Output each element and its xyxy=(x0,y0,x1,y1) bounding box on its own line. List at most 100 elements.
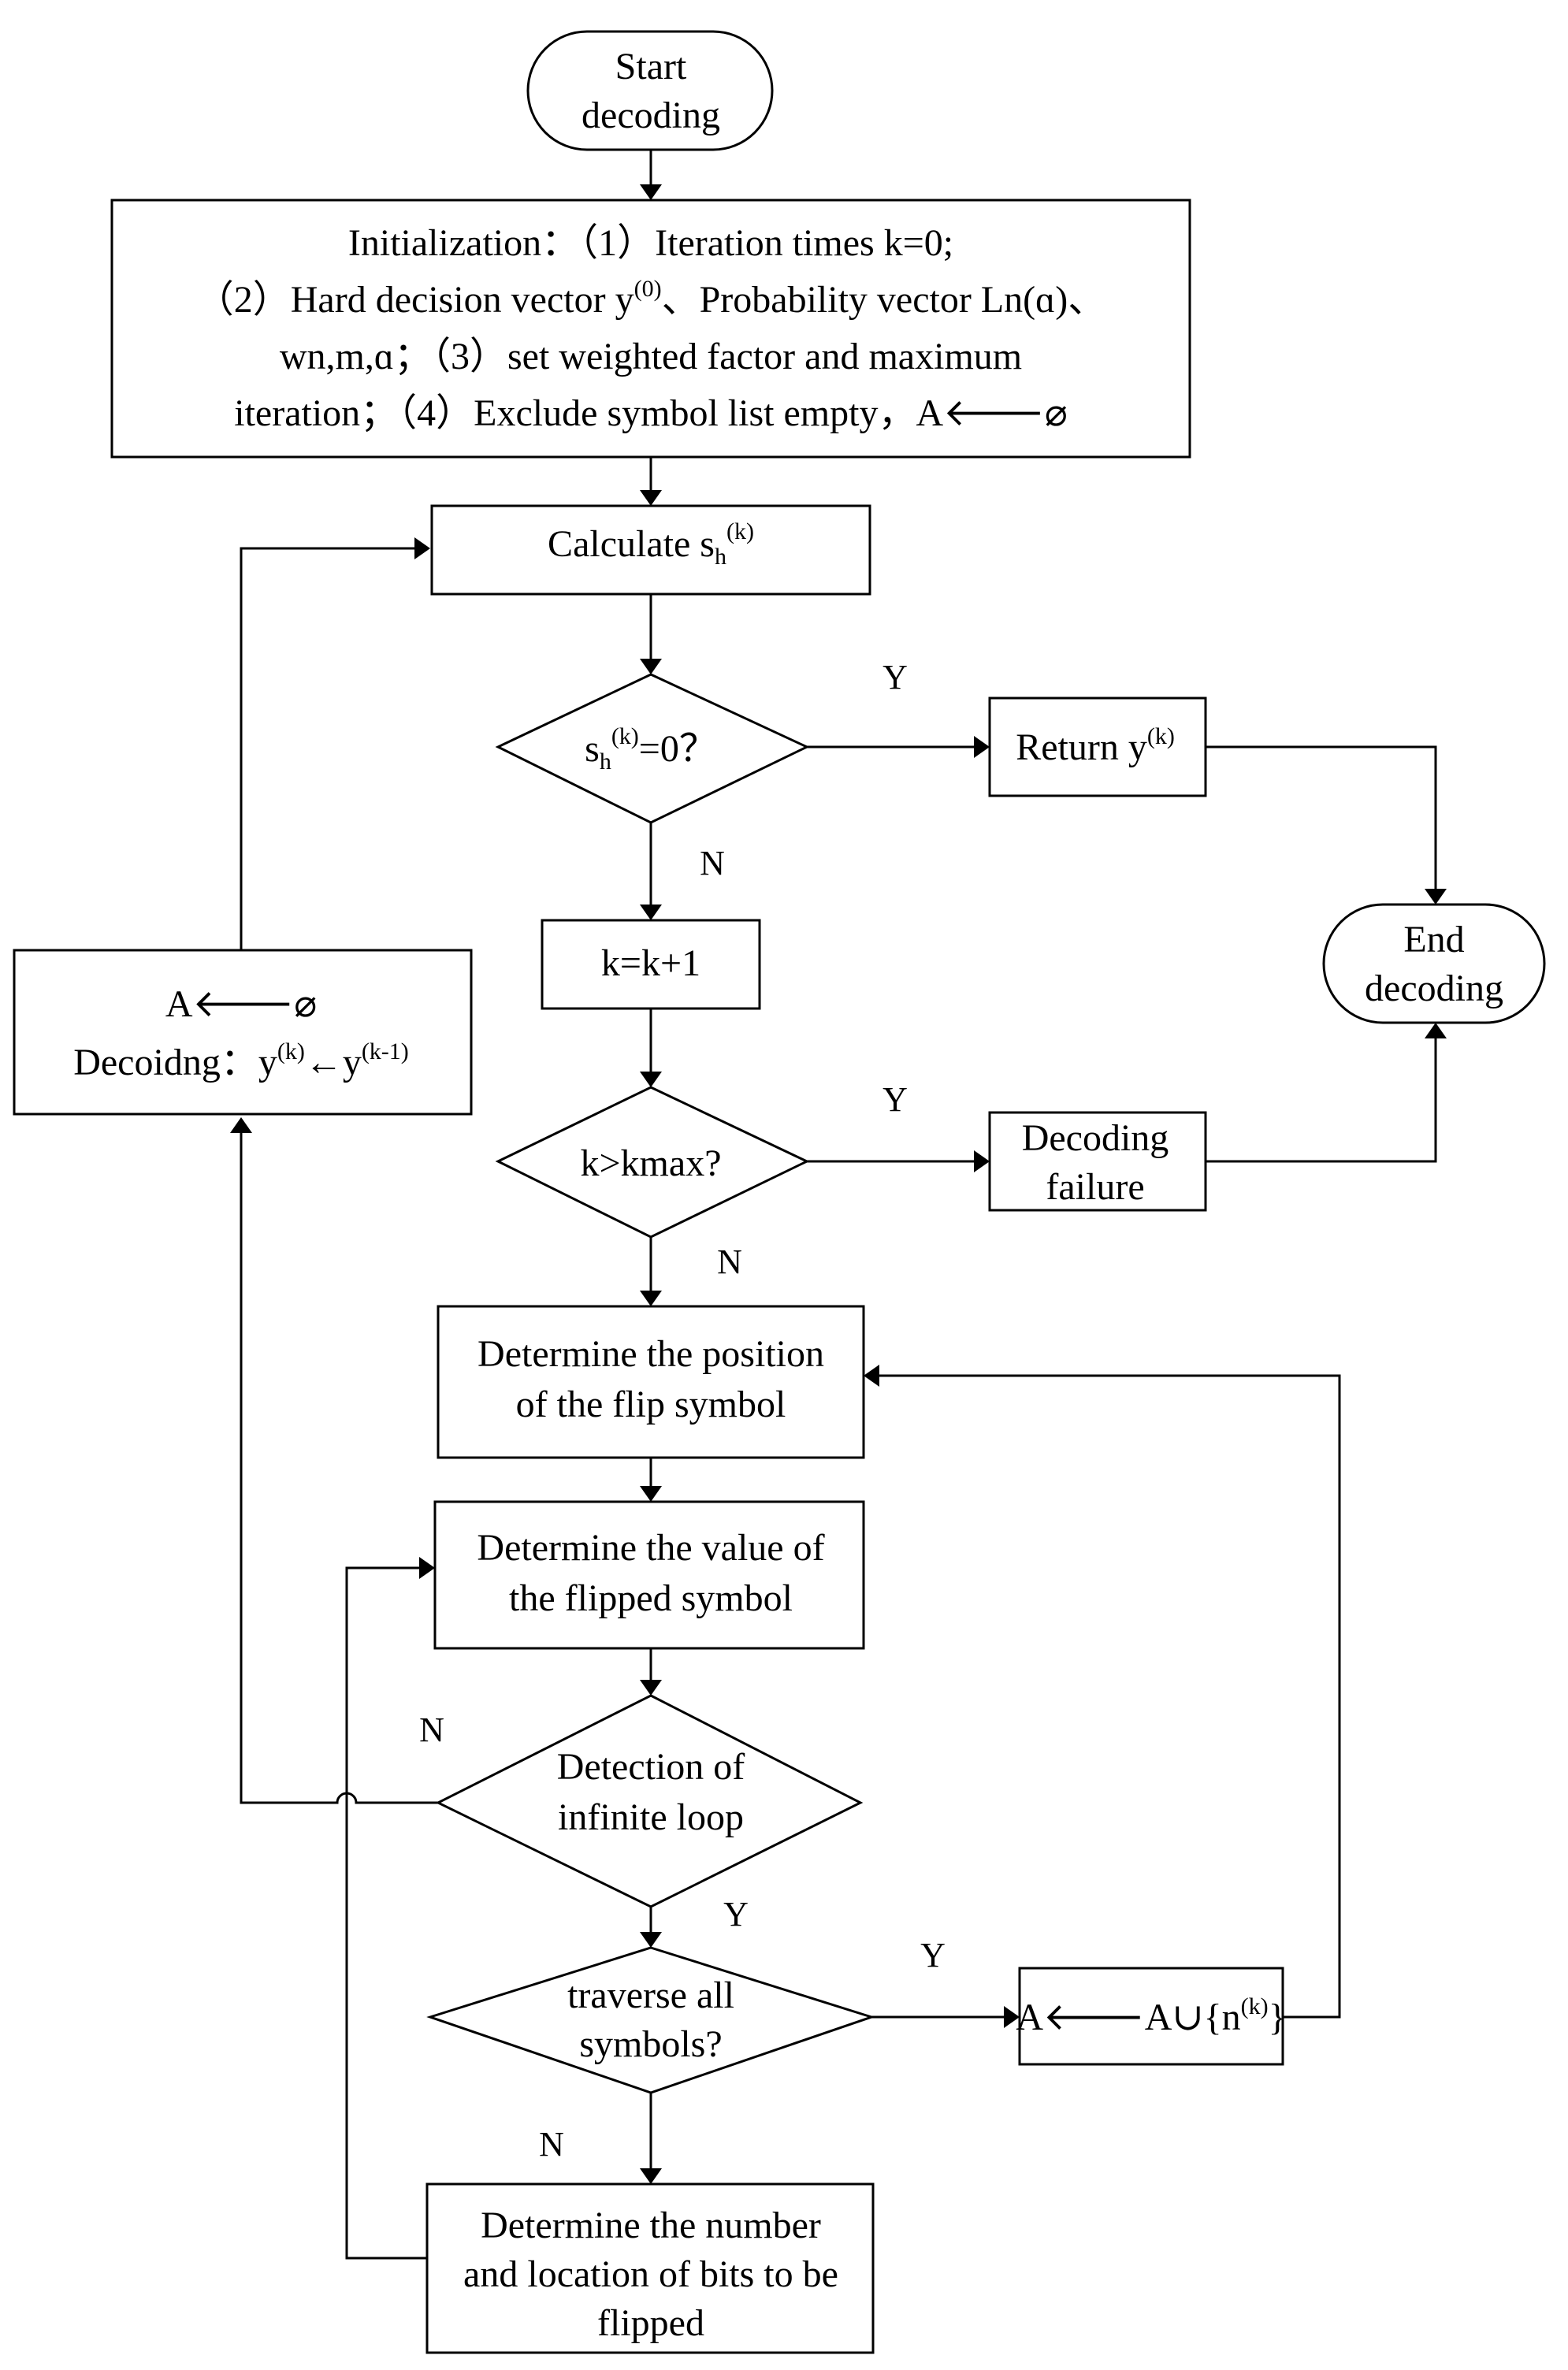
arrowhead-icon xyxy=(640,905,662,920)
calculate-box: Calculate sh(k) xyxy=(430,504,871,596)
reset-line2: Decoidng：y(k)←y(k-1) xyxy=(73,1038,409,1083)
arrowhead-icon xyxy=(864,1365,879,1387)
arrowhead-icon xyxy=(1425,889,1447,905)
arrowhead-icon xyxy=(974,736,990,758)
arrowhead-icon xyxy=(640,2168,662,2184)
sh-sup: (k) xyxy=(611,723,639,749)
syndrome-zero-decision: sh(k)=0？ xyxy=(495,673,810,824)
initialization-box: Initialization：（1）Iteration times k=0; （… xyxy=(110,199,1191,459)
calculate-main: Calculate s xyxy=(548,523,715,565)
position-label-line1: Determine the position xyxy=(477,1333,824,1375)
arrowhead-icon xyxy=(640,490,662,506)
calculate-label: Calculate sh(k) xyxy=(548,518,754,570)
failure-label-line1: Decoding xyxy=(1022,1117,1169,1159)
init-line2-sup: (0) xyxy=(634,276,662,302)
number-label-line3: flipped xyxy=(597,2302,704,2344)
label-traverse-yes: Y xyxy=(920,1936,946,1974)
label-traverse-no: N xyxy=(539,2125,564,2164)
value-box: Determine the value of the flipped symbo… xyxy=(433,1500,865,1650)
kmax-label: k>kmax? xyxy=(580,1142,721,1184)
end-label-line2: decoding xyxy=(1365,968,1503,1009)
number-box: Determine the number and location of bit… xyxy=(425,2182,875,2354)
increment-box: k=k+1 xyxy=(541,919,761,1010)
number-label-line1: Determine the number xyxy=(481,2205,821,2246)
add-set-box: A🡐A∪{n(k)} xyxy=(1016,1967,1287,2066)
init-line1: Initialization：（1）Iteration times k=0; xyxy=(348,222,953,264)
add-set-label: A🡐A∪{n(k)} xyxy=(1016,1993,1286,2038)
arrowhead-icon xyxy=(640,1486,662,1502)
connectors xyxy=(230,150,1447,2260)
failure-box: Decoding failure xyxy=(988,1111,1207,1212)
reset-line2-sup1: (k) xyxy=(277,1038,305,1064)
edge-addset-position xyxy=(876,1374,1341,2019)
init-line3: wn,m,ɑ；（3）set weighted factor and maximu… xyxy=(280,336,1022,377)
edge-failure-end xyxy=(1206,1035,1437,1163)
arrowhead-icon xyxy=(419,1557,435,1579)
sh-sub: h xyxy=(600,749,611,775)
reset-line2-a: Decoidng：y xyxy=(73,1042,277,1083)
reset-line2-mid: ←y xyxy=(305,1042,362,1083)
loop-label-line1: Detection of xyxy=(557,1746,745,1788)
arrowhead-icon xyxy=(640,1932,662,1948)
add-set-main: A🡐A∪{n xyxy=(1016,1997,1240,2038)
increment-label: k=k+1 xyxy=(601,942,700,984)
label-loop-no: N xyxy=(419,1711,444,1749)
calculate-sup: (k) xyxy=(726,518,754,544)
infinite-loop-decision: Detection of infinite loop xyxy=(435,1694,864,1908)
value-label-line2: the flipped symbol xyxy=(509,1577,793,1619)
init-line2-b: 、Probability vector Ln(ɑ)、 xyxy=(662,279,1106,321)
label-sh-yes: Y xyxy=(882,658,908,697)
failure-label-line2: failure xyxy=(1046,1166,1144,1208)
add-set-tail: } xyxy=(1269,1997,1287,2038)
reset-line1: A🡐⌀ xyxy=(165,983,317,1025)
init-line4: iteration；（4）Exclude symbol list empty，A… xyxy=(234,392,1068,434)
arrowhead-icon xyxy=(230,1117,252,1133)
value-label-line1: Determine the value of xyxy=(477,1527,824,1569)
kmax-decision: k>kmax? xyxy=(495,1086,810,1239)
return-sup: (k) xyxy=(1147,723,1175,749)
syndrome-check-label: sh(k)=0？ xyxy=(585,723,717,775)
traverse-decision: traverse all symbols? xyxy=(426,1946,875,2094)
add-set-sup: (k) xyxy=(1241,1993,1269,2019)
edge-reset-calc xyxy=(240,547,418,950)
label-loop-yes: Y xyxy=(723,1895,749,1934)
sh-main: s xyxy=(585,728,600,770)
arrowhead-icon xyxy=(640,1680,662,1696)
return-main: Return y xyxy=(1016,726,1147,768)
arrowhead-icon xyxy=(640,1291,662,1306)
return-label: Return y(k) xyxy=(1016,723,1175,768)
arrowhead-icon xyxy=(640,659,662,674)
reset-box: A🡐⌀ Decoidng：y(k)←y(k-1) xyxy=(13,949,473,1116)
label-sh-no: N xyxy=(700,844,725,882)
arrowhead-icon xyxy=(414,537,430,559)
end-label-line1: End xyxy=(1403,919,1464,960)
start-label-line2: decoding xyxy=(581,95,720,136)
label-kmax-no: N xyxy=(717,1243,742,1281)
sh-tail: =0？ xyxy=(639,728,717,770)
edge-number-value xyxy=(345,1566,427,2260)
init-line2: （2）Hard decision vector y(0)、Probability… xyxy=(196,276,1106,321)
arrowhead-icon xyxy=(974,1150,990,1172)
calculate-sub: h xyxy=(715,544,726,570)
arrowhead-icon xyxy=(640,184,662,200)
init-line2-a: （2）Hard decision vector y xyxy=(196,279,634,321)
position-label-line2: of the flip symbol xyxy=(516,1384,786,1425)
label-kmax-yes: Y xyxy=(882,1080,908,1119)
edge-return-end xyxy=(1206,745,1437,892)
return-box: Return y(k) xyxy=(988,697,1207,797)
number-label-line2: and location of bits to be xyxy=(463,2253,838,2295)
traverse-label-line1: traverse all xyxy=(567,1974,734,2016)
start-terminal: Start decoding xyxy=(526,30,774,151)
end-terminal: End decoding xyxy=(1322,903,1546,1024)
arrowhead-icon xyxy=(1004,2006,1020,2028)
start-label-line1: Start xyxy=(615,46,687,87)
reset-line2-sup2: (k-1) xyxy=(362,1038,409,1064)
edge-loopcheck-reset xyxy=(240,1130,438,1804)
loop-label-line2: infinite loop xyxy=(558,1796,744,1838)
traverse-label-line2: symbols? xyxy=(579,2023,722,2065)
position-box: Determine the position of the flip symbo… xyxy=(437,1305,865,1459)
edge-labels: Y N Y N N Y Y N xyxy=(419,658,946,2164)
arrowhead-icon xyxy=(1425,1023,1447,1038)
arrowhead-icon xyxy=(640,1072,662,1087)
